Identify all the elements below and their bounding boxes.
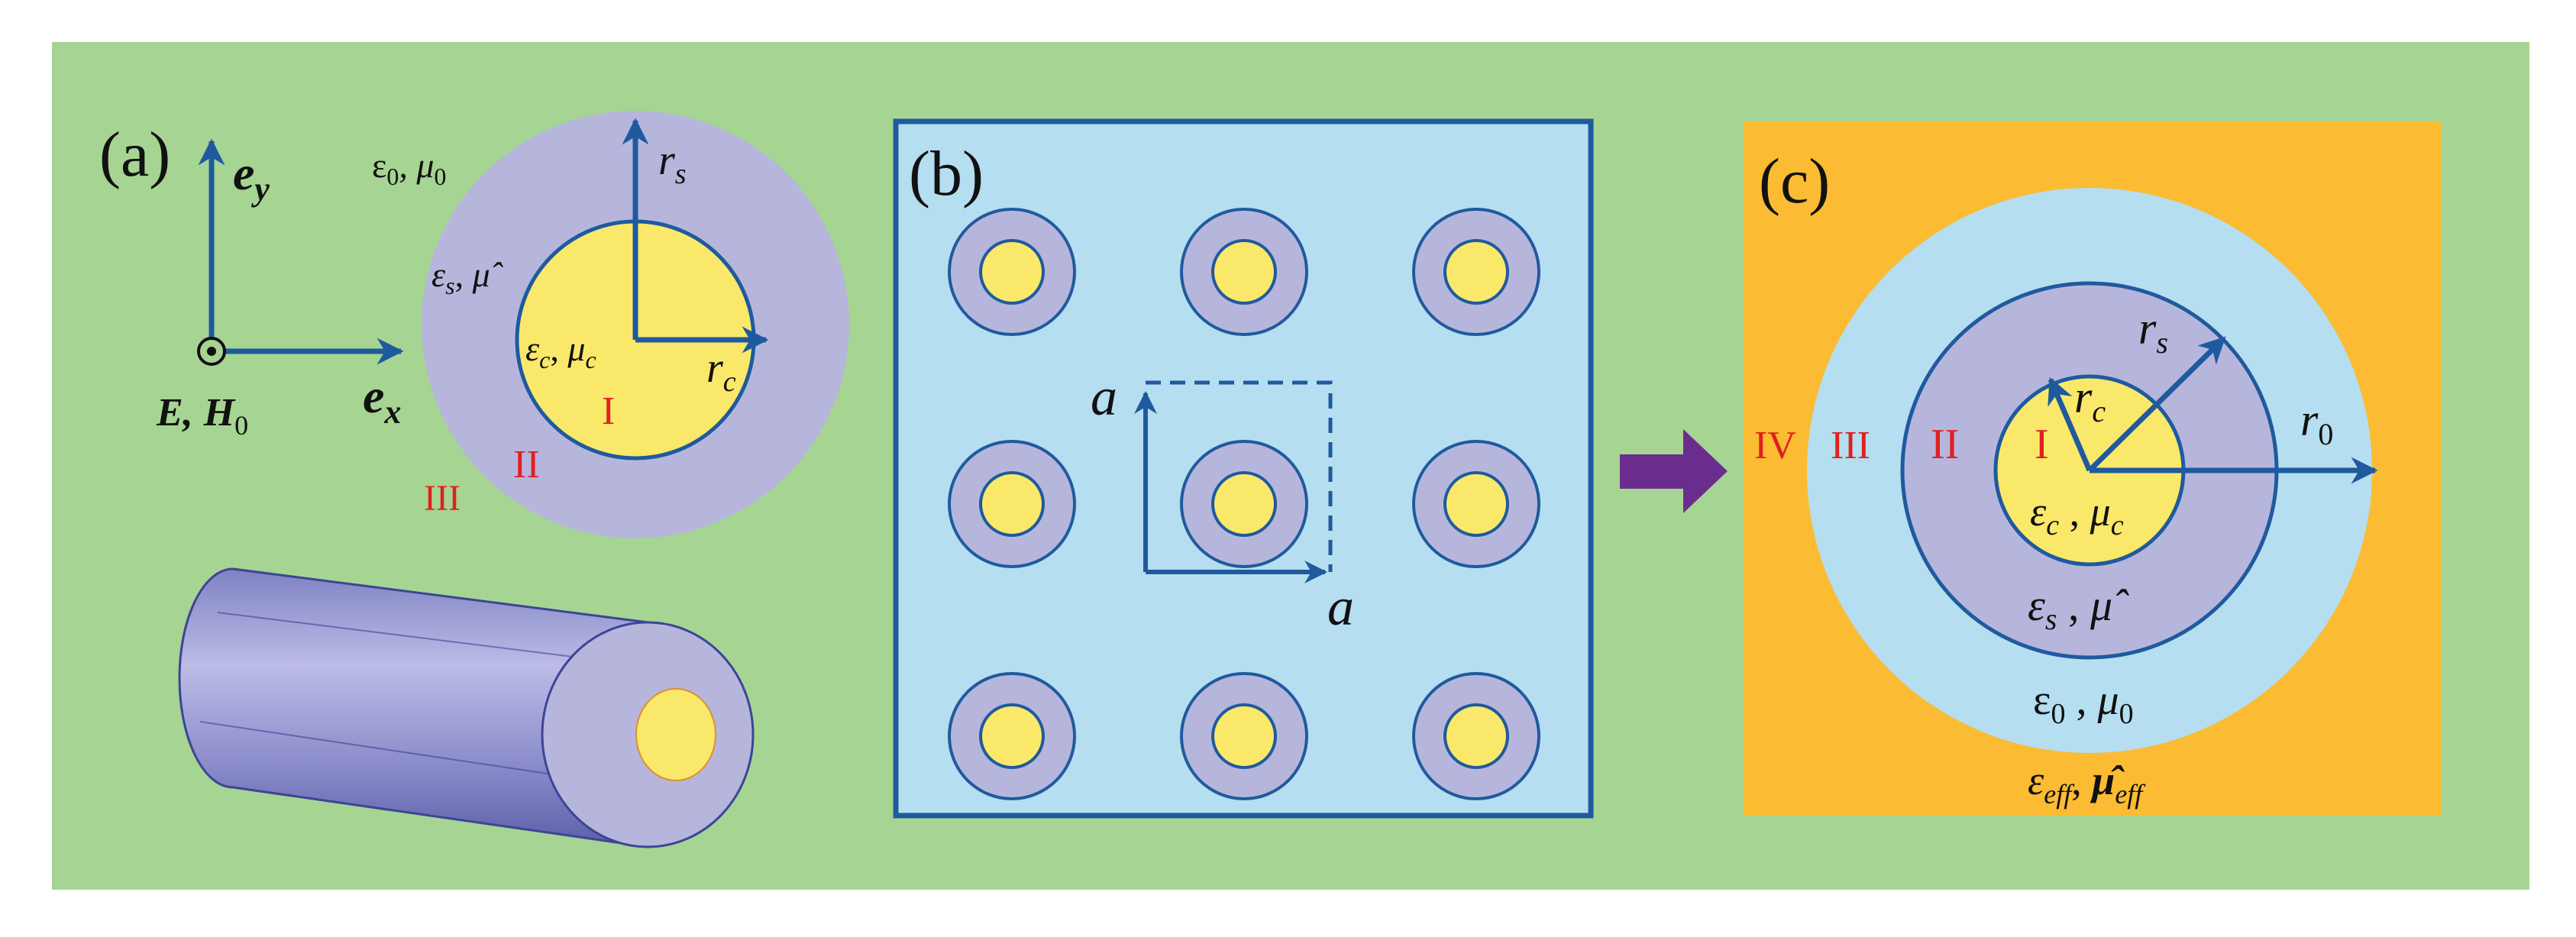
cylinder-lattice xyxy=(948,208,1540,800)
panel-a-label: (a) xyxy=(99,119,170,190)
core-material-label-c: εc , μc xyxy=(2030,489,2124,541)
region-core-label-c: I xyxy=(2035,421,2049,468)
background-medium-label: ε0, μ0 xyxy=(372,146,446,190)
region-effective-label-c: IV xyxy=(1754,424,1796,467)
coated-cylinder-3d-icon xyxy=(178,567,755,848)
lattice-cylinder-core xyxy=(1211,703,1277,769)
radius-shell-label-c: rs xyxy=(2138,303,2168,360)
axis-x-label: ex xyxy=(363,369,401,431)
lattice-cylinder-core xyxy=(979,239,1045,305)
lattice-cylinder-core xyxy=(979,703,1045,769)
lattice-cylinder-core xyxy=(1443,239,1509,305)
matrix-material-label-c: ε0 , μ0 xyxy=(2033,677,2134,730)
effective-material-label: εeff, μ̂eff xyxy=(2028,758,2146,809)
region-shell-label-c: II xyxy=(1931,421,1959,468)
lattice-cylinder-core xyxy=(979,471,1045,537)
region-outside-label: III xyxy=(424,478,461,519)
radius-core-label: rc xyxy=(706,344,736,398)
radius-shell-label: rs xyxy=(658,137,687,190)
region-matrix-label-c: III xyxy=(1831,424,1870,467)
panel-c: (c) r0 rs rc εc , μc εs , μ̂ ε0 , μ0 εef… xyxy=(1744,121,2442,816)
lattice-cylinder-core xyxy=(1211,471,1277,537)
field-label: E,H0 xyxy=(156,391,248,441)
core-material-label: εc, μc xyxy=(525,329,596,373)
region-shell-label: II xyxy=(513,443,540,486)
radius-core-arrow-c xyxy=(2048,376,2093,472)
lattice-cylinder-core xyxy=(1443,703,1509,769)
panel-b: (b) a a xyxy=(893,118,1594,819)
radius-outer-label: r0 xyxy=(2300,395,2333,451)
lattice-constant-vertical-label: a xyxy=(1091,368,1117,427)
radius-core-label-c: rc xyxy=(2074,372,2106,428)
radius-shell-arrow-c xyxy=(2087,336,2226,473)
region-core-label: I xyxy=(602,389,615,433)
lattice-cylinder-core xyxy=(1211,239,1277,305)
axis-y-label: ey xyxy=(233,146,270,208)
panel-a: (a) ey ex E,H0 ε0, μ0 rs rc εs, xyxy=(99,111,849,848)
lattice-cylinder-core xyxy=(1443,471,1509,537)
right-arrow-icon xyxy=(1620,429,1728,513)
panel-c-label: (c) xyxy=(1759,146,1830,217)
lattice-constant-horizontal-label: a xyxy=(1327,578,1354,637)
unit-cell-dashed xyxy=(1146,380,1333,572)
panel-b-label: (b) xyxy=(909,138,984,209)
